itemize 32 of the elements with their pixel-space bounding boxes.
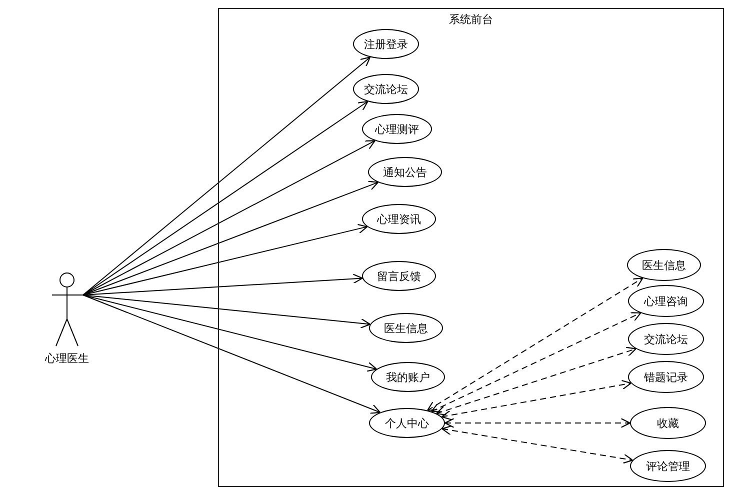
dashed-arrow xyxy=(430,312,642,412)
use-case-ellipse: 心理测评 xyxy=(362,114,432,144)
use-case-ellipse: 评论管理 xyxy=(630,450,706,482)
system-boundary xyxy=(218,8,724,487)
use-case-ellipse: 个人中心 xyxy=(369,408,445,438)
use-case-ellipse: 留言反馈 xyxy=(362,261,436,291)
use-case-ellipse: 心理资讯 xyxy=(362,204,436,234)
use-case-ellipse: 交流论坛 xyxy=(628,323,704,355)
association-arrow xyxy=(82,180,379,296)
association-arrow xyxy=(82,294,378,372)
dashed-arrow xyxy=(441,380,632,420)
boundary-title: 系统前台 xyxy=(448,12,494,27)
dashed-arrow xyxy=(444,418,631,428)
association-arrow xyxy=(82,294,371,328)
use-case-ellipse: 收藏 xyxy=(630,407,706,439)
use-case-ellipse: 错题记录 xyxy=(628,361,704,393)
use-case-ellipse: 我的账户 xyxy=(371,362,445,392)
association-arrow xyxy=(82,56,371,296)
dashed-arrow xyxy=(436,346,636,416)
use-case-ellipse: 心理咨询 xyxy=(628,285,704,317)
use-case-ellipse: 通知公告 xyxy=(368,157,442,187)
use-case-ellipse: 注册登录 xyxy=(353,29,419,59)
use-case-ellipse: 医生信息 xyxy=(627,249,701,281)
association-arrow xyxy=(82,274,363,296)
association-arrow xyxy=(82,140,376,296)
actor-label: 心理医生 xyxy=(44,351,90,366)
association-arrow xyxy=(82,100,368,296)
association-arrow xyxy=(82,294,381,414)
dashed-arrow xyxy=(442,425,634,464)
dashed-arrow xyxy=(426,278,644,411)
use-case-ellipse: 医生信息 xyxy=(369,313,443,343)
use-case-ellipse: 交流论坛 xyxy=(353,74,419,104)
